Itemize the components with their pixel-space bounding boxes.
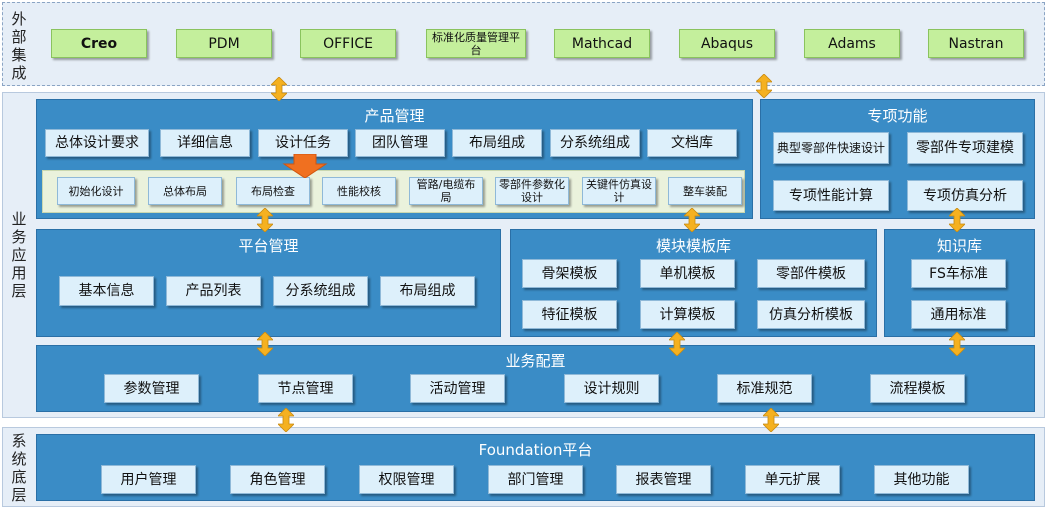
product-item-details[interactable]: 详细信息 [160, 129, 250, 157]
task-overall-layout[interactable]: 总体布局 [148, 177, 222, 205]
double-arrow-icon [763, 408, 779, 432]
foundation-user-management[interactable]: 用户管理 [101, 465, 196, 494]
task-performance-check[interactable]: 性能校核 [322, 177, 396, 205]
double-arrow-icon [278, 408, 294, 432]
external-office[interactable]: OFFICE [300, 29, 396, 58]
external-abaqus[interactable]: Abaqus [679, 29, 775, 58]
special-functions-title: 专项功能 [867, 107, 928, 125]
knowledge-fs-vehicle-standard[interactable]: FS车标准 [911, 259, 1006, 288]
task-vehicle-assembly[interactable]: 整车装配 [668, 177, 742, 205]
foundation-permission-management[interactable]: 权限管理 [359, 465, 454, 494]
config-activity-management[interactable]: 活动管理 [410, 374, 505, 403]
foundation-role-management[interactable]: 角色管理 [230, 465, 325, 494]
business-config-panel: 业务配置 [36, 345, 1035, 412]
config-node-management[interactable]: 节点管理 [258, 374, 353, 403]
foundation-platform-title: Foundation平台 [478, 441, 593, 459]
design-task-down-arrow-icon [280, 154, 330, 178]
product-item-design-task[interactable]: 设计任务 [258, 129, 348, 157]
double-arrow-icon [949, 332, 965, 356]
external-adams[interactable]: Adams [804, 29, 900, 58]
special-typical-part-quick-design[interactable]: 典型零部件快速设计 [773, 132, 889, 164]
module-simulation-template[interactable]: 仿真分析模板 [757, 300, 865, 329]
external-creo[interactable]: Creo [51, 29, 147, 58]
platform-subsystem-composition[interactable]: 分系统组成 [273, 276, 368, 306]
task-parametric-part-design[interactable]: 零部件参数化设计 [495, 177, 569, 205]
task-pipe-cable-layout[interactable]: 管路/电缆布局 [409, 177, 483, 205]
module-feature-template[interactable]: 特征模板 [522, 300, 617, 329]
business-config-title: 业务配置 [505, 352, 566, 370]
platform-product-list[interactable]: 产品列表 [166, 276, 261, 306]
knowledge-base-title: 知识库 [936, 237, 982, 255]
product-item-overall-requirements[interactable]: 总体设计要求 [45, 129, 149, 157]
config-design-rules[interactable]: 设计规则 [564, 374, 659, 403]
module-template-library-title: 模块模板库 [655, 237, 731, 255]
double-arrow-icon [756, 74, 772, 98]
foundation-report-management[interactable]: 报表管理 [616, 465, 711, 494]
module-skeleton-template[interactable]: 骨架模板 [522, 259, 617, 288]
external-quality-platform[interactable]: 标准化质量管理平台 [426, 29, 526, 58]
foundation-department-management[interactable]: 部门管理 [488, 465, 583, 494]
external-mathcad[interactable]: Mathcad [554, 29, 650, 58]
module-calculation-template[interactable]: 计算模板 [640, 300, 735, 329]
knowledge-general-standard[interactable]: 通用标准 [911, 300, 1006, 329]
platform-management-title: 平台管理 [238, 237, 299, 255]
external-nastran[interactable]: Nastran [928, 29, 1024, 58]
special-simulation-analysis[interactable]: 专项仿真分析 [907, 180, 1023, 211]
double-arrow-icon [271, 77, 287, 101]
double-arrow-icon [669, 332, 685, 356]
platform-basic-info[interactable]: 基本信息 [59, 276, 154, 306]
platform-layout-composition[interactable]: 布局组成 [380, 276, 475, 306]
product-item-subsystem-composition[interactable]: 分系统组成 [550, 129, 640, 157]
module-part-template[interactable]: 零部件模板 [757, 259, 865, 288]
double-arrow-icon [257, 332, 273, 356]
double-arrow-icon [949, 208, 965, 232]
double-arrow-icon [684, 208, 700, 232]
foundation-unit-extension[interactable]: 单元扩展 [745, 465, 840, 494]
config-parameter-management[interactable]: 参数管理 [104, 374, 199, 403]
external-pdm[interactable]: PDM [176, 29, 272, 58]
config-standards[interactable]: 标准规范 [717, 374, 812, 403]
special-performance-calc[interactable]: 专项性能计算 [773, 180, 889, 211]
layer-label-system: 系统底层 [11, 432, 27, 504]
product-item-document-library[interactable]: 文档库 [647, 129, 737, 157]
layer-label-external: 外部集成 [11, 10, 27, 82]
task-layout-check[interactable]: 布局检查 [236, 177, 310, 205]
product-item-layout-composition[interactable]: 布局组成 [452, 129, 542, 157]
special-part-modeling[interactable]: 零部件专项建模 [907, 132, 1023, 164]
task-key-part-simulation[interactable]: 关键件仿真设计 [582, 177, 656, 205]
config-process-templates[interactable]: 流程模板 [870, 374, 965, 403]
double-arrow-icon [257, 208, 273, 232]
product-management-title: 产品管理 [364, 107, 425, 125]
task-initialize-design[interactable]: 初始化设计 [57, 177, 135, 205]
foundation-other-functions[interactable]: 其他功能 [874, 465, 969, 494]
module-single-machine-template[interactable]: 单机模板 [640, 259, 735, 288]
product-item-team-management[interactable]: 团队管理 [355, 129, 445, 157]
layer-label-business: 业务应用层 [11, 210, 27, 300]
